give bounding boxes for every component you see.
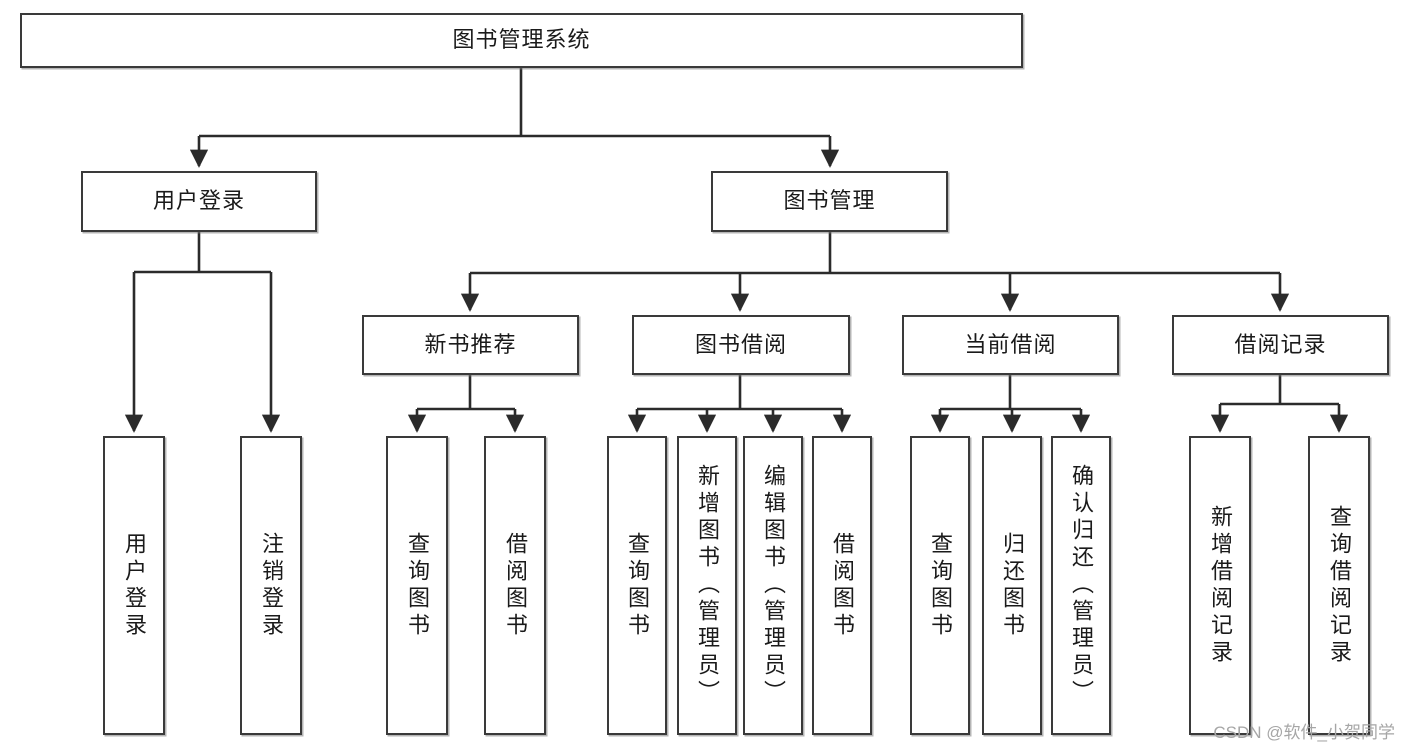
leaf-borrow-book-recommend-label: 借阅图书 xyxy=(503,531,528,640)
node-book-borrow-label: 图书借阅 xyxy=(694,331,787,357)
node-user-login-label: 用户登录 xyxy=(152,188,245,214)
node-current-borrow[interactable]: 当前借阅 xyxy=(902,315,1119,375)
leaf-add-borrow-record-label: 新增借阅记录 xyxy=(1208,504,1233,667)
leaf-query-book-borrow-label: 查询图书 xyxy=(625,531,650,640)
leaf-borrow-book-recommend[interactable]: 借阅图书 xyxy=(484,436,546,735)
leaf-confirm-return-admin-label: 确认归还（管理员） xyxy=(1069,464,1094,707)
node-user-login[interactable]: 用户登录 xyxy=(81,171,317,232)
leaf-return-book[interactable]: 归还图书 xyxy=(982,436,1042,735)
leaf-query-book-current[interactable]: 查询图书 xyxy=(910,436,970,735)
leaf-query-borrow-record[interactable]: 查询借阅记录 xyxy=(1308,436,1370,735)
leaf-query-book-recommend-label: 查询图书 xyxy=(405,531,430,640)
node-root-system-label: 图书管理系统 xyxy=(452,27,591,53)
leaf-borrow-book-label: 借阅图书 xyxy=(830,531,855,640)
csdn-watermark: CSDN @软件_小贺同学 xyxy=(1213,723,1395,742)
node-new-book-recommend-label: 新书推荐 xyxy=(424,331,517,357)
node-book-manage-label: 图书管理 xyxy=(783,188,876,214)
node-new-book-recommend[interactable]: 新书推荐 xyxy=(362,315,579,375)
leaf-query-book-current-label: 查询图书 xyxy=(928,531,953,640)
node-borrow-record-label: 借阅记录 xyxy=(1234,331,1327,357)
node-book-manage[interactable]: 图书管理 xyxy=(711,171,948,232)
leaf-add-borrow-record[interactable]: 新增借阅记录 xyxy=(1189,436,1251,735)
node-book-borrow[interactable]: 图书借阅 xyxy=(632,315,850,375)
node-borrow-record[interactable]: 借阅记录 xyxy=(1172,315,1389,375)
leaf-query-book-borrow[interactable]: 查询图书 xyxy=(607,436,667,735)
leaf-query-borrow-record-label: 查询借阅记录 xyxy=(1327,504,1352,667)
node-root-system[interactable]: 图书管理系统 xyxy=(20,13,1023,68)
leaf-logout-login-label: 注销登录 xyxy=(259,531,284,640)
leaf-edit-book-admin[interactable]: 编辑图书（管理员） xyxy=(743,436,803,735)
leaf-edit-book-admin-label: 编辑图书（管理员） xyxy=(761,464,786,707)
leaf-add-book-admin-label: 新增图书（管理员） xyxy=(695,464,720,707)
leaf-borrow-book[interactable]: 借阅图书 xyxy=(812,436,872,735)
leaf-return-book-label: 归还图书 xyxy=(1000,531,1025,640)
leaf-user-login-label: 用户登录 xyxy=(122,531,147,640)
leaf-confirm-return-admin[interactable]: 确认归还（管理员） xyxy=(1051,436,1111,735)
node-current-borrow-label: 当前借阅 xyxy=(964,331,1057,357)
leaf-user-login[interactable]: 用户登录 xyxy=(103,436,165,735)
leaf-logout-login[interactable]: 注销登录 xyxy=(240,436,302,735)
leaf-add-book-admin[interactable]: 新增图书（管理员） xyxy=(677,436,737,735)
leaf-query-book-recommend[interactable]: 查询图书 xyxy=(386,436,448,735)
